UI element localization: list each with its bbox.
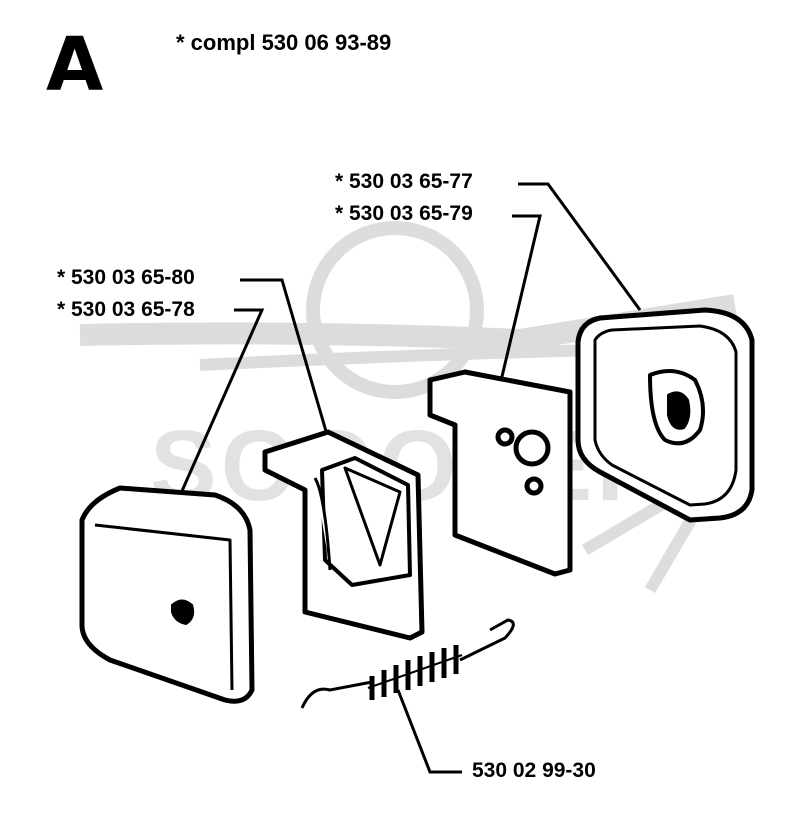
assembly-label: * compl 530 06 93-89 bbox=[176, 30, 392, 55]
leader-line-79 bbox=[498, 214, 542, 386]
part-label-530-03-65-77: * 530 03 65-77 bbox=[335, 170, 473, 193]
filter-gasket-plate bbox=[427, 369, 573, 577]
part-label-530-03-65-80: * 530 03 65-80 bbox=[57, 266, 195, 289]
leader-line-80 bbox=[240, 278, 332, 446]
part-label-530-03-65-78: * 530 03 65-78 bbox=[57, 298, 195, 321]
leader-line-78 bbox=[176, 308, 265, 501]
part-label-530-03-65-79: * 530 03 65-79 bbox=[335, 202, 473, 225]
air-filter-cover bbox=[575, 307, 755, 523]
section-letter: A bbox=[46, 22, 104, 108]
filter-element-frame bbox=[262, 429, 425, 641]
leader-lines bbox=[176, 182, 642, 774]
leader-line-77 bbox=[518, 182, 642, 311]
filter-housing bbox=[79, 485, 255, 704]
leader-line-spring bbox=[396, 689, 462, 774]
part-label-530-02-99-30: 530 02 99-30 bbox=[472, 759, 596, 782]
tension-spring bbox=[300, 618, 515, 709]
